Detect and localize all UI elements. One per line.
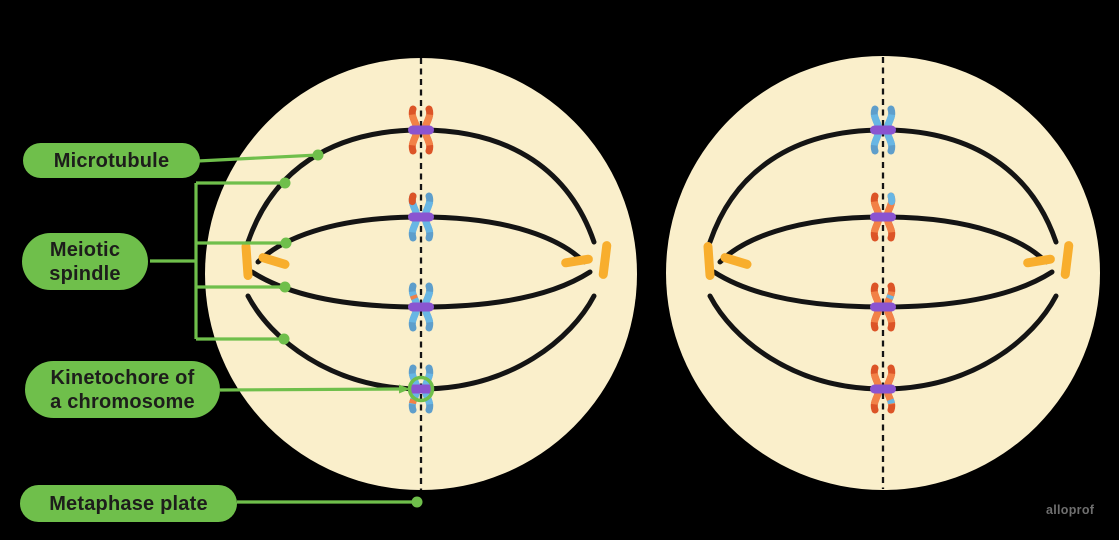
centromere: [870, 302, 896, 312]
metaphase-plate-pointer-dot: [411, 496, 423, 508]
label-metaphase-plate-text: Metaphase plate: [49, 492, 208, 515]
label-meiotic-spindle-line1: Meiotic: [49, 238, 121, 261]
spindle-pole-left-of-left-cell: [241, 242, 290, 280]
spindle-pointer-dot: [278, 333, 290, 345]
label-kinetochore: Kinetochore of a chromosome: [25, 361, 220, 418]
label-metaphase-plate: Metaphase plate: [20, 485, 237, 522]
label-microtubule-text: Microtubule: [53, 149, 170, 172]
annotation-pointers: [150, 149, 423, 508]
spindle-pointer-dot: [280, 237, 292, 249]
centromere: [870, 384, 896, 394]
kinetochore-pointer-line: [219, 387, 400, 392]
label-meiotic-spindle-line2: spindle: [49, 262, 121, 285]
centriole: [703, 242, 715, 280]
kinetochore-pointer-arrow: [399, 384, 410, 394]
spindle-pole-right-of-right-cell: [1023, 241, 1074, 279]
watermark-alloprof: alloprof: [1046, 503, 1095, 517]
microtubule-pointer-dot: [312, 149, 324, 161]
microtubule-pointer-line: [197, 153, 319, 163]
centromere: [870, 125, 896, 135]
spindle-pointer-dot: [279, 177, 291, 189]
label-kinetochore-line1: Kinetochore of: [50, 366, 195, 389]
centriole: [1023, 254, 1055, 268]
centromere: [408, 302, 434, 312]
label-kinetochore-line2: a chromosome: [50, 390, 195, 413]
label-meiotic-spindle: Meiotic spindle: [22, 233, 148, 290]
kinetochore-ring: [407, 375, 435, 403]
label-microtubule: Microtubule: [23, 143, 200, 178]
centromere: [870, 212, 896, 222]
spindle-pointer-dot: [279, 281, 291, 293]
centriole: [1060, 241, 1074, 279]
centriole: [598, 241, 612, 279]
centriole: [241, 242, 253, 280]
centromere: [408, 212, 434, 222]
centromeres: [408, 125, 896, 394]
centriole: [720, 253, 752, 269]
centriole: [561, 254, 593, 268]
spindle-pole-left-of-right-cell: [703, 242, 752, 280]
centromere: [408, 125, 434, 135]
spindle-pole-right-of-left-cell: [561, 241, 612, 279]
centromere: [408, 384, 434, 394]
centriole: [258, 253, 290, 269]
